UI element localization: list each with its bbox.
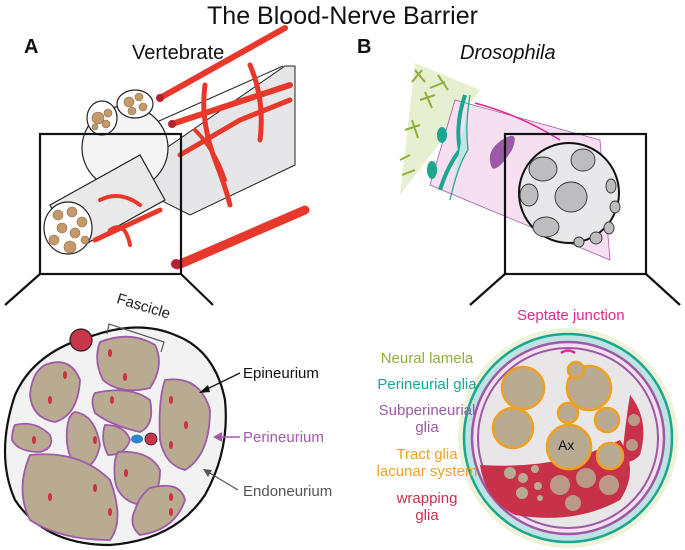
vertebrate-nerve-illustration — [43, 25, 310, 270]
panel-a-title: Vertebrate — [132, 42, 225, 64]
label-perineurium: Perineurium — [243, 429, 324, 446]
label-neural-lamela: Neural lamela — [380, 350, 474, 367]
label-endoneurium: Endoneurium — [243, 483, 333, 500]
panel-b-letter: B — [357, 36, 372, 58]
artery — [144, 432, 158, 446]
drosophila-nerve-illustration — [399, 63, 621, 261]
label-subperineurial-glia-line2: glia — [415, 419, 439, 436]
panel-a-letter: A — [24, 36, 39, 58]
drosophila-cross-section — [458, 328, 678, 548]
label-wrapping-glia-line1: wrapping — [396, 490, 458, 507]
label-subperineurial-glia-line1: Subperineurial — [378, 402, 476, 419]
blood-vessels — [92, 25, 310, 270]
label-tract-glia-line2: lacunar system — [376, 463, 478, 480]
figure-title: The Blood-Nerve Barrier — [207, 2, 478, 30]
vein — [131, 434, 143, 444]
label-epineurium: Epineurium — [243, 365, 319, 382]
zoom-box-a — [38, 132, 183, 276]
label-tract-glia-line1: Tract glia — [396, 446, 458, 463]
zoom-box-b — [503, 132, 648, 276]
vertebrate-cross-section — [3, 323, 241, 547]
label-septate-junction: Septate junction — [517, 307, 625, 324]
label-perineurial-glia: Perineurial glia — [377, 376, 477, 393]
label-axon: Ax — [558, 437, 575, 453]
tract-glia-axons — [491, 360, 625, 471]
label-wrapping-glia-line2: glia — [415, 507, 439, 524]
fascicle-bracket — [106, 323, 165, 353]
panel-b-title: Drosophila — [460, 42, 556, 64]
septate-junction — [560, 349, 576, 355]
epineurial-vessel — [69, 328, 93, 352]
